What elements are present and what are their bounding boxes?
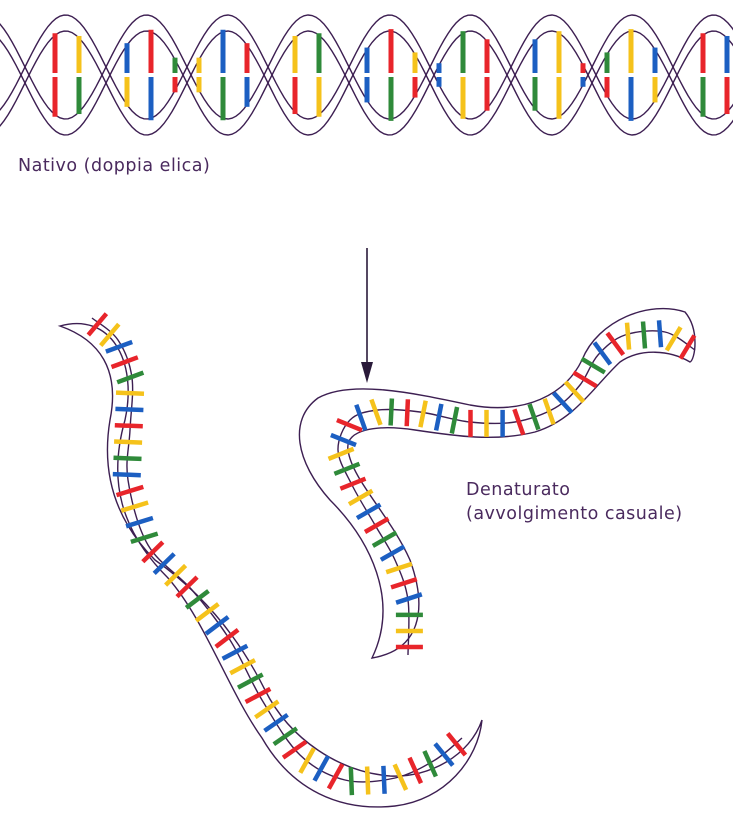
base bbox=[554, 393, 572, 413]
base bbox=[681, 336, 695, 359]
denatured-label-line2: (avvolgimento casuale) bbox=[466, 502, 683, 526]
base bbox=[545, 399, 554, 424]
base bbox=[424, 751, 436, 777]
base bbox=[435, 744, 453, 766]
base bbox=[373, 533, 397, 546]
base bbox=[410, 758, 422, 784]
double-helix bbox=[0, 15, 733, 135]
base bbox=[300, 748, 314, 773]
base bbox=[101, 324, 119, 345]
base bbox=[114, 458, 142, 459]
base bbox=[383, 766, 384, 794]
base bbox=[115, 409, 143, 410]
base bbox=[391, 399, 392, 426]
base bbox=[381, 546, 404, 559]
base bbox=[113, 474, 141, 475]
denatured-label: Denaturato (avvolgimento casuale) bbox=[466, 478, 683, 526]
base bbox=[659, 320, 661, 347]
base bbox=[452, 407, 457, 434]
base bbox=[436, 404, 441, 431]
base bbox=[274, 728, 297, 744]
ribbon-outline bbox=[60, 324, 482, 807]
base bbox=[255, 701, 278, 717]
base bbox=[115, 425, 143, 426]
base bbox=[448, 733, 466, 755]
base bbox=[407, 399, 408, 426]
base bbox=[420, 401, 425, 428]
base bbox=[573, 372, 596, 386]
base bbox=[265, 715, 288, 731]
base bbox=[114, 442, 142, 443]
base bbox=[329, 764, 343, 789]
base bbox=[357, 505, 380, 518]
base bbox=[367, 767, 368, 795]
base bbox=[116, 393, 144, 394]
base bbox=[117, 373, 143, 383]
denaturation-arrow bbox=[361, 248, 373, 383]
denatured-strand-left bbox=[60, 314, 482, 807]
base bbox=[365, 519, 388, 532]
base bbox=[351, 767, 352, 795]
native-label: Nativo (doppia elica) bbox=[18, 154, 210, 178]
base bbox=[246, 689, 271, 702]
base bbox=[396, 594, 422, 602]
backbone bbox=[92, 318, 462, 782]
base bbox=[238, 675, 263, 688]
base bbox=[643, 322, 645, 349]
denatured-label-line1: Denaturato bbox=[466, 478, 683, 502]
base bbox=[627, 323, 629, 350]
base bbox=[283, 742, 306, 758]
base bbox=[371, 400, 380, 425]
